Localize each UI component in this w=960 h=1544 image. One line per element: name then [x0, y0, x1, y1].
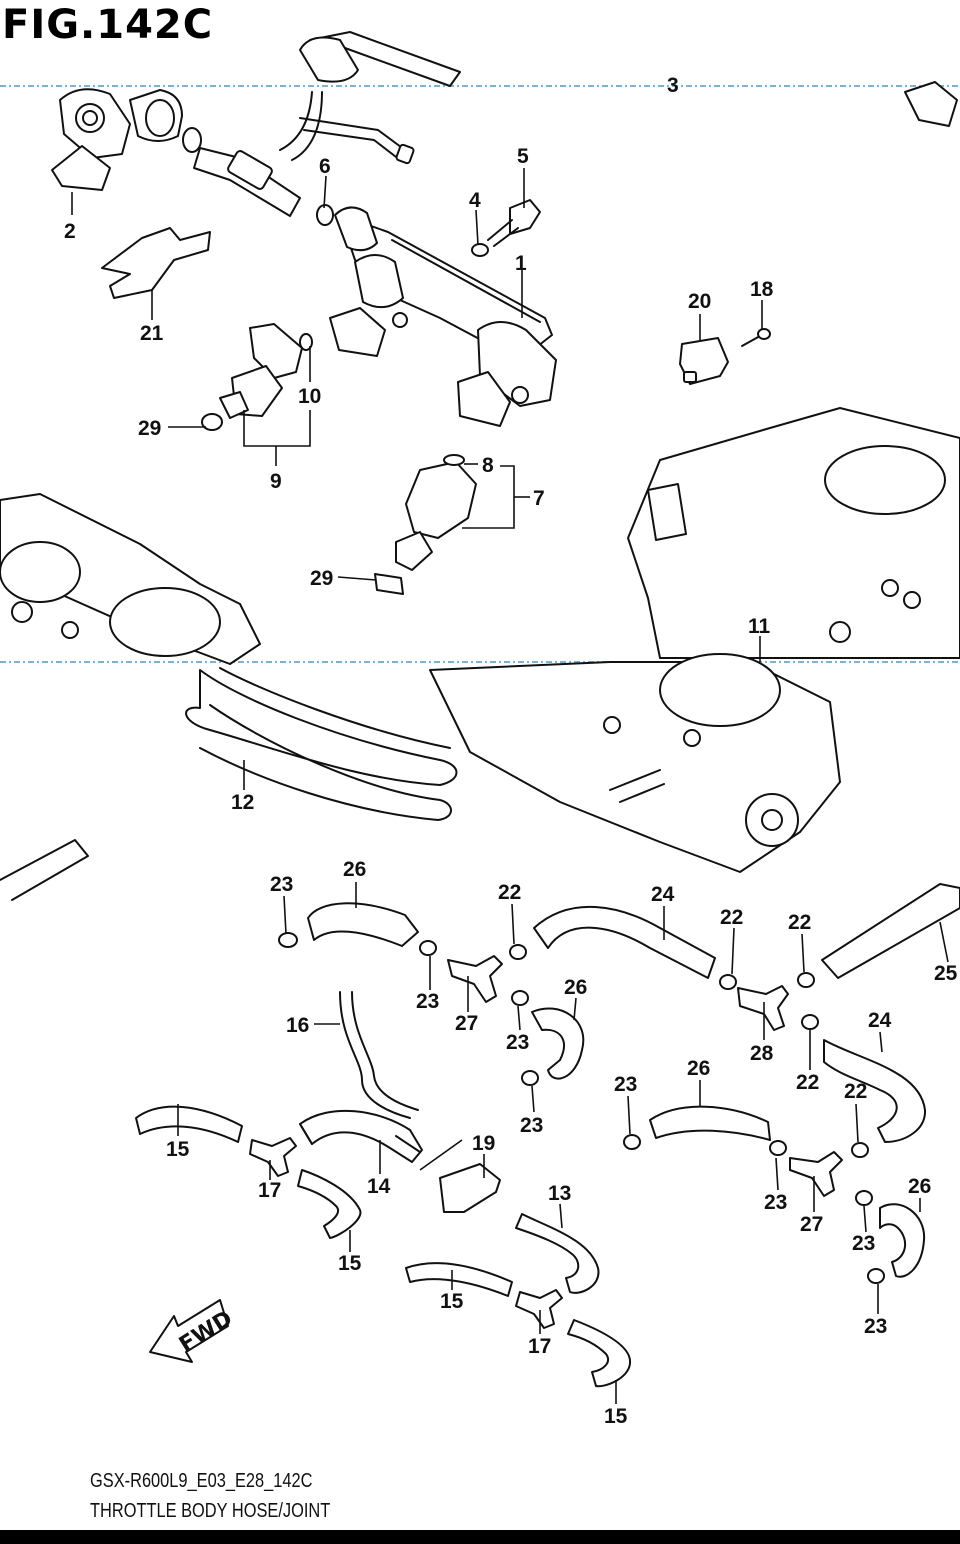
callout-11: 11: [748, 615, 771, 638]
callout-15a: 15: [166, 1138, 190, 1161]
callout-23a: 23: [270, 873, 293, 896]
callout-8: 8: [482, 454, 494, 477]
callout-23c: 23: [506, 1031, 529, 1054]
callout-23b: 23: [416, 990, 439, 1013]
injector-connector-part-2: [51, 88, 183, 191]
callout-10: 10: [298, 385, 321, 408]
callout-15b: 15: [338, 1252, 362, 1275]
callout-7: 7: [533, 487, 545, 510]
callout-26d: 26: [908, 1175, 931, 1198]
injector-part-7: [374, 454, 477, 595]
figure-title: FIG.142C: [2, 2, 214, 48]
callout-13: 13: [548, 1182, 571, 1205]
screw-part-5: [471, 199, 541, 257]
map-sensor-part-20: [679, 328, 771, 385]
callout-16: 16: [286, 1014, 309, 1037]
callout-9: 9: [270, 470, 282, 493]
callout-numbers: 1 2 3 4 5 6 7 8 9 10 11 12 13 14 15 15 1…: [64, 74, 958, 1428]
callout-17b: 17: [528, 1335, 551, 1358]
callout-23e: 23: [614, 1073, 637, 1096]
callout-26c: 26: [687, 1057, 710, 1080]
callout-6: 6: [319, 155, 331, 178]
fuel-rail-upper-part-3: [299, 31, 958, 127]
callout-24b: 24: [868, 1009, 892, 1032]
callout-5: 5: [517, 145, 529, 168]
callout-29b: 29: [310, 567, 333, 590]
callout-21: 21: [140, 322, 164, 345]
callout-26b: 26: [564, 976, 587, 999]
throttle-body-part-11: [429, 407, 960, 873]
callout-20: 20: [688, 290, 711, 313]
section-name: THROTTLE BODY HOSE/JOINT: [90, 1500, 331, 1522]
model-code: GSX-R600L9_E03_E28_142C: [90, 1470, 313, 1492]
bottom-border-bar: [0, 1530, 960, 1544]
callout-22e: 22: [844, 1080, 867, 1103]
hose-part-25-left: [0, 839, 89, 901]
callout-19: 19: [472, 1132, 495, 1155]
callout-17a: 17: [258, 1179, 281, 1202]
callout-2: 2: [64, 220, 76, 243]
clip-part-21: [101, 227, 211, 299]
callout-28: 28: [750, 1042, 774, 1065]
callout-25: 25: [934, 962, 958, 985]
callout-27a: 27: [455, 1012, 478, 1035]
callout-15c: 15: [440, 1290, 464, 1313]
fuel-hose-tube: [279, 91, 415, 165]
injector-upper: [182, 127, 334, 226]
callout-23g: 23: [852, 1232, 875, 1255]
callout-23h: 23: [864, 1315, 887, 1338]
callout-12: 12: [231, 791, 254, 814]
callout-27b: 27: [800, 1213, 823, 1236]
callout-26a: 26: [343, 858, 366, 881]
leader-lines: [71, 168, 949, 1404]
callout-23d: 23: [520, 1114, 543, 1137]
hose-part-12: [185, 667, 458, 821]
callout-15d: 15: [604, 1405, 628, 1428]
throttle-body-left: [0, 493, 261, 665]
forward-arrow-icon: FWD: [149, 1299, 237, 1363]
callout-22b: 22: [720, 906, 743, 929]
injector-part-9: [201, 323, 313, 431]
callout-29a: 29: [138, 417, 161, 440]
callout-18: 18: [750, 278, 774, 301]
callout-24a: 24: [651, 883, 675, 906]
lower-hoses: [135, 883, 960, 1388]
callout-22d: 22: [796, 1071, 819, 1094]
callout-1: 1: [515, 252, 527, 275]
callout-22c: 22: [788, 911, 811, 934]
callout-22a: 22: [498, 881, 521, 904]
callout-4: 4: [469, 189, 481, 212]
callout-3: 3: [667, 74, 679, 97]
hose-clamps: [278, 932, 885, 1284]
callout-14: 14: [367, 1175, 391, 1198]
callout-23f: 23: [764, 1191, 787, 1214]
fuel-rail-part-1: [329, 206, 557, 427]
